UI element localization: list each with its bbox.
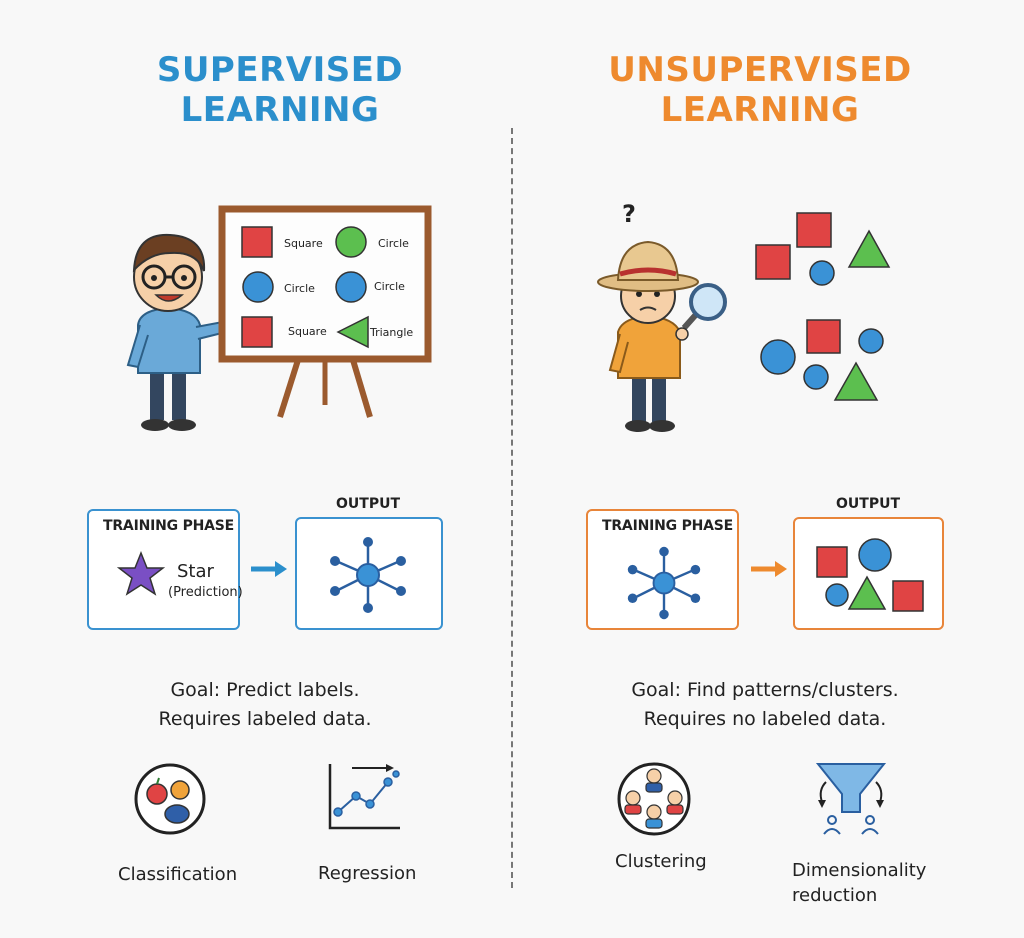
board-label-circle-1: Circle — [378, 237, 409, 250]
supervised-title-line1: SUPERVISED — [156, 50, 404, 90]
board-triangle-shape — [336, 315, 369, 349]
supervised-output-box — [295, 517, 443, 630]
shape-triangle — [847, 575, 887, 610]
shape-circle — [760, 339, 796, 375]
shape-square — [816, 546, 848, 578]
question-mark: ? — [622, 200, 636, 228]
supervised-title-line2: LEARNING — [180, 90, 380, 130]
board-circle-shape — [335, 226, 367, 258]
supervised-goal: Goal: Predict labels. Requires labeled d… — [100, 676, 430, 734]
shape-triangle — [847, 229, 891, 268]
board-circle-shape — [335, 271, 367, 303]
shape-circle — [825, 583, 849, 607]
network-icon — [627, 546, 701, 620]
supervised-goal-line1: Goal: Predict labels. — [170, 679, 360, 701]
explorer-character — [597, 240, 727, 432]
unsupervised-training-label: TRAINING PHASE — [602, 518, 734, 534]
arrow-right-icon — [751, 561, 787, 577]
unlabeled-shapes — [755, 212, 891, 401]
center-divider — [511, 128, 513, 888]
unsupervised-goal-line1: Goal: Find patterns/clusters. — [631, 679, 899, 701]
regression-icon — [328, 764, 400, 830]
shape-circle — [858, 328, 884, 354]
arrow-right-icon — [251, 561, 287, 577]
shape-circle — [803, 364, 829, 390]
unsupervised-goal-line2: Requires no labeled data. — [643, 708, 887, 730]
unsupervised-training-box: TRAINING PHASE — [586, 509, 739, 630]
board-label-circle-2: Circle — [284, 282, 315, 295]
shape-square — [796, 212, 832, 248]
supervised-output-label: OUTPUT — [336, 496, 400, 512]
network-icon — [330, 537, 406, 613]
shape-circle — [809, 260, 835, 286]
shape-square — [806, 319, 841, 354]
board-label-square-1: Square — [284, 237, 323, 250]
shape-triangle — [833, 361, 879, 401]
classification-icon — [134, 763, 206, 835]
star-label: Star — [177, 561, 214, 582]
dimensionality-reduction-line2: reduction — [792, 885, 878, 906]
unsupervised-goal: Goal: Find patterns/clusters. Requires n… — [590, 676, 940, 734]
labeled-data-board: Square Circle Circle Circle Square Trian… — [218, 205, 432, 418]
magnifier-icon — [689, 283, 727, 321]
star-icon — [117, 551, 165, 596]
supervised-training-label: TRAINING PHASE — [103, 518, 235, 534]
dimensionality-reduction-line1: Dimensionality — [792, 860, 927, 881]
dimensionality-reduction-label: Dimensionality reduction — [792, 858, 926, 908]
shape-circle — [858, 538, 892, 572]
unsupervised-output-label: OUTPUT — [836, 496, 900, 512]
board-label-square-2: Square — [288, 325, 327, 338]
shape-square — [755, 244, 791, 280]
unsupervised-title: UNSUPERVISED LEARNING — [560, 50, 960, 130]
regression-label: Regression — [318, 863, 417, 884]
classification-label: Classification — [118, 864, 238, 885]
clustering-label: Clustering — [615, 851, 707, 872]
board-circle-shape — [242, 271, 274, 303]
shape-square — [892, 580, 924, 612]
board-label-circle-3: Circle — [374, 280, 405, 293]
unsupervised-output-box — [793, 517, 944, 630]
board-square-shape — [241, 226, 273, 258]
clustered-shapes — [816, 538, 924, 612]
supervised-training-box: TRAINING PHASE Star (Prediction) — [87, 509, 243, 630]
unsupervised-title-line1: UNSUPERVISED — [608, 50, 912, 90]
supervised-goal-line2: Requires labeled data. — [158, 708, 372, 730]
supervised-title: SUPERVISED LEARNING — [90, 50, 470, 130]
unsupervised-title-line2: LEARNING — [660, 90, 860, 130]
dimensionality-reduction-icon — [815, 763, 887, 835]
star-sublabel: (Prediction) — [168, 585, 243, 600]
clustering-icon — [617, 762, 691, 836]
board-label-triangle: Triangle — [369, 326, 413, 339]
board-square-shape — [241, 316, 273, 348]
